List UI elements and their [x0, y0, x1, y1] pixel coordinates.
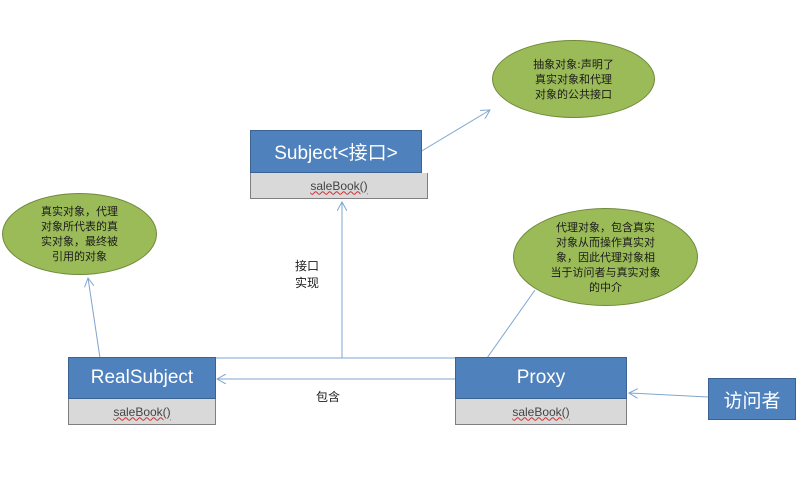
- subject-class-title: Subject<接口>: [274, 143, 398, 164]
- note-line: 的中介: [589, 280, 622, 294]
- note-line: 实对象，最终被: [41, 235, 118, 248]
- connector-visitor-proxy: [629, 393, 709, 397]
- subject-method: saleBook(): [310, 178, 368, 193]
- subject-class-methods: saleBook(): [250, 173, 428, 199]
- realsubject-class-methods: saleBook(): [68, 399, 216, 425]
- note-line: 当于访问者与真实对象: [550, 265, 661, 279]
- contains-label-text: 包含: [316, 390, 341, 404]
- note-line: 引用的对象: [52, 250, 107, 263]
- connector-subject-note: [419, 110, 490, 153]
- proxy-class-header: Proxy: [455, 357, 627, 399]
- note-proxy: 代理对象，包含真实 对象从而操作真实对 象，因此代理对象相 当于访问者与真实对象…: [513, 208, 698, 306]
- visitor-label: 访问者: [723, 389, 781, 412]
- realsubject-class-title: RealSubject: [90, 367, 194, 388]
- note-line: 真实对象，代理: [41, 205, 118, 218]
- interface-impl-label-line: 实现: [295, 276, 320, 290]
- note-line: 对象所代表的真: [41, 220, 118, 233]
- proxy-class-methods: saleBook(): [455, 399, 627, 425]
- proxy-class-title: Proxy: [516, 367, 566, 388]
- contains-label: 包含: [316, 389, 340, 406]
- visitor-box[interactable]: 访问者: [708, 378, 796, 420]
- realsubject-class-header: RealSubject: [68, 357, 216, 399]
- note-line: 象，因此代理对象相: [556, 250, 655, 264]
- interface-impl-label: 接口 实现: [295, 258, 319, 292]
- realsubject-class[interactable]: RealSubject saleBook(): [68, 357, 216, 425]
- note-line: 代理对象，包含真实: [556, 220, 655, 234]
- note-line: 真实对象和代理: [535, 72, 612, 86]
- connector-proxy-note: [486, 289, 536, 359]
- note-line: 对象的公共接口: [535, 87, 612, 101]
- subject-class[interactable]: Subject<接口> saleBook(): [250, 130, 428, 199]
- proxy-method: saleBook(): [512, 404, 570, 419]
- connector-realsubject-note: [88, 278, 101, 359]
- interface-impl-label-line: 接口: [295, 259, 320, 273]
- note-real-subject: 真实对象，代理 对象所代表的真 实对象，最终被 引用的对象: [2, 193, 157, 275]
- note-line: 对象从而操作真实对: [556, 235, 655, 249]
- note-abstract-subject: 抽象对象:声明了 真实对象和代理 对象的公共接口: [492, 40, 655, 118]
- realsubject-method: saleBook(): [113, 404, 171, 419]
- proxy-class[interactable]: Proxy saleBook(): [455, 357, 627, 425]
- note-line: 抽象对象:声明了: [533, 57, 614, 71]
- subject-class-header: Subject<接口>: [250, 130, 422, 173]
